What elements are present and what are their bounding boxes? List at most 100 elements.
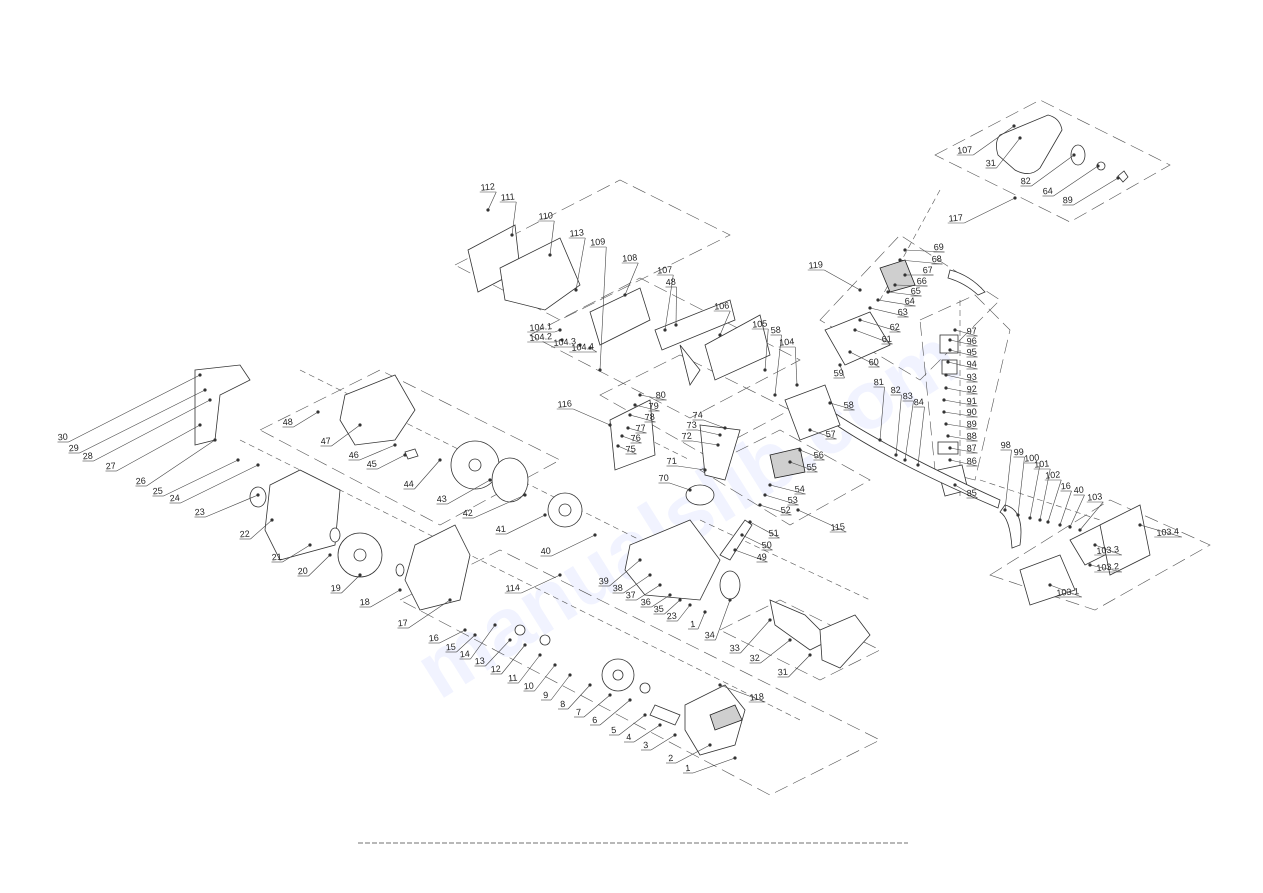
callout-76: 76 xyxy=(620,433,642,443)
callout-label: 104 xyxy=(779,336,795,347)
callout-label: 43 xyxy=(436,494,447,505)
callout-label: 84 xyxy=(913,397,924,408)
callout-4: 4 xyxy=(624,723,662,743)
callout-label: 83 xyxy=(902,391,913,402)
callout-label: 74 xyxy=(692,410,703,421)
callout-103: 103 xyxy=(1078,491,1104,532)
callout-label: 89 xyxy=(1062,195,1073,206)
callout-label: 108 xyxy=(622,252,638,263)
callout-label: 30 xyxy=(57,432,68,443)
callout-label: 68 xyxy=(931,254,942,265)
callout-label: 112 xyxy=(480,181,495,192)
callout-54: 54 xyxy=(768,483,806,494)
callout-38: 38 xyxy=(612,573,652,594)
callout-label: 17 xyxy=(397,618,408,629)
callout-84: 84 xyxy=(913,397,925,467)
callout-label: 88 xyxy=(966,431,977,442)
callout-46: 46 xyxy=(348,443,397,460)
callout-82: 82 xyxy=(890,385,902,457)
callout-label: 31 xyxy=(985,158,996,169)
callout-1: 1 xyxy=(688,610,707,630)
callout-28: 28 xyxy=(82,398,212,461)
callout-103-1: 103.1 xyxy=(1048,583,1082,598)
callout-label: 64 xyxy=(904,296,915,307)
callout-64: 64 xyxy=(876,296,916,307)
callout-69: 69 xyxy=(903,242,945,252)
callout-label: 117 xyxy=(948,212,963,223)
callout-label: 45 xyxy=(366,459,377,470)
callout-22: 22 xyxy=(239,518,274,540)
callout-53: 53 xyxy=(763,493,799,505)
callout-label: 23 xyxy=(666,611,677,622)
callout-10: 10 xyxy=(523,663,557,692)
callout-58: 58 xyxy=(828,400,855,411)
muffler-part xyxy=(589,287,651,346)
callout-label: 50 xyxy=(761,540,772,551)
callout-2: 2 xyxy=(666,743,712,764)
gasket-part xyxy=(996,114,1063,174)
callout-65: 65 xyxy=(886,286,922,297)
callout-87: 87 xyxy=(948,443,978,453)
callout-label: 61 xyxy=(881,334,892,345)
callout-12: 12 xyxy=(490,643,527,675)
callout-label: 77 xyxy=(635,423,646,434)
callout-label: 101 xyxy=(1034,458,1050,469)
callout-label: 62 xyxy=(889,322,900,333)
callout-51: 51 xyxy=(748,520,780,538)
callout-label: 75 xyxy=(625,444,636,455)
callout-label: 58 xyxy=(770,325,781,336)
flywheel-part xyxy=(491,457,529,503)
callout-label: 1 xyxy=(690,619,696,629)
callout-45: 45 xyxy=(366,453,407,470)
callout-label: 12 xyxy=(490,664,501,675)
callout-label: 35 xyxy=(653,604,664,615)
callout-label: 105 xyxy=(752,318,768,329)
callout-label: 104.4 xyxy=(571,341,594,353)
callout-label: 98 xyxy=(1000,440,1011,451)
callout-label: 18 xyxy=(359,597,370,608)
callout-label: 65 xyxy=(910,286,921,297)
callout-61: 61 xyxy=(853,328,893,345)
callout-label: 86 xyxy=(966,456,977,467)
callout-label: 4 xyxy=(626,732,632,742)
callout-109: 109 xyxy=(589,236,607,372)
callout-42: 42 xyxy=(462,493,527,518)
callout-label: 22 xyxy=(239,529,250,540)
callout-40: 40 xyxy=(1068,485,1085,529)
callout-107: 107 xyxy=(956,124,1016,156)
fan-shroud-part xyxy=(339,374,416,446)
callout-label: 3 xyxy=(643,740,649,750)
callout-label: 15 xyxy=(445,642,456,653)
callout-label: 103.2 xyxy=(1096,561,1119,573)
callout-label: 97 xyxy=(966,326,977,337)
callout-label: 16 xyxy=(428,633,439,644)
callout-label: 111 xyxy=(500,191,515,202)
callout-94: 94 xyxy=(946,359,978,369)
callout-43: 43 xyxy=(436,478,492,505)
callout-104-1: 104.1 xyxy=(527,321,562,333)
callout-114: 114 xyxy=(504,573,562,594)
callout-78: 78 xyxy=(628,412,656,422)
callout-56: 56 xyxy=(798,448,825,460)
callout-label: 95 xyxy=(966,347,977,358)
callout-label: 106 xyxy=(714,300,730,311)
callout-label: 26 xyxy=(135,476,146,487)
crankcase-left-part xyxy=(264,469,341,561)
callout-label: 104.3 xyxy=(553,336,576,348)
callout-20: 20 xyxy=(297,553,332,576)
callout-97: 97 xyxy=(953,326,978,337)
callout-48: 48 xyxy=(282,410,320,428)
callout-label: 48 xyxy=(282,417,293,428)
callout-21: 21 xyxy=(271,543,312,562)
callout-label: 32 xyxy=(749,653,760,664)
callout-34: 34 xyxy=(704,598,732,640)
callout-label: 90 xyxy=(966,407,977,418)
callout-label: 38 xyxy=(612,583,623,594)
callout-67: 67 xyxy=(903,265,934,277)
callout-label: 73 xyxy=(686,420,697,431)
callout-label: 64 xyxy=(1042,186,1053,197)
callout-label: 55 xyxy=(806,462,817,473)
callout-40: 40 xyxy=(540,533,597,556)
callout-label: 58 xyxy=(843,400,854,411)
callout-label: 10 xyxy=(523,681,534,692)
